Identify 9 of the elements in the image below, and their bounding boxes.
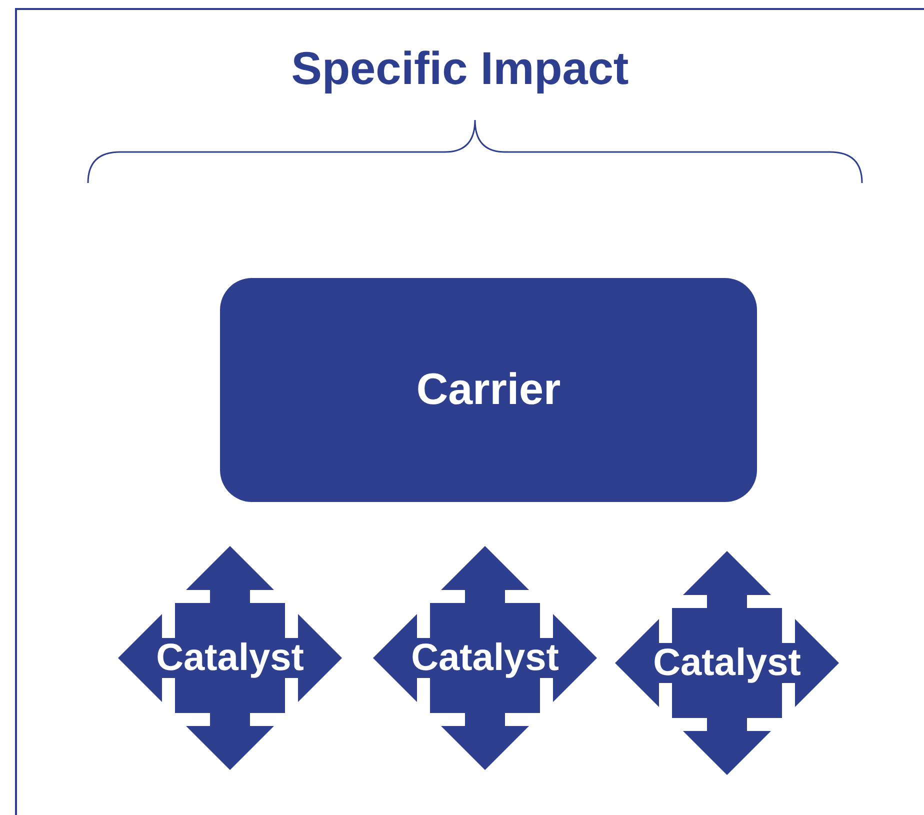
- node-label: Carrier: [416, 364, 561, 416]
- cross-shape: [373, 546, 597, 770]
- cross-shape: [118, 546, 342, 770]
- node-label: Catalyst: [653, 640, 801, 686]
- process-box: [220, 278, 757, 502]
- title: Specific Impact: [290, 41, 630, 96]
- node-label: Catalyst: [156, 636, 304, 680]
- cross-shape: [615, 551, 839, 775]
- node-label: Catalyst: [411, 636, 559, 680]
